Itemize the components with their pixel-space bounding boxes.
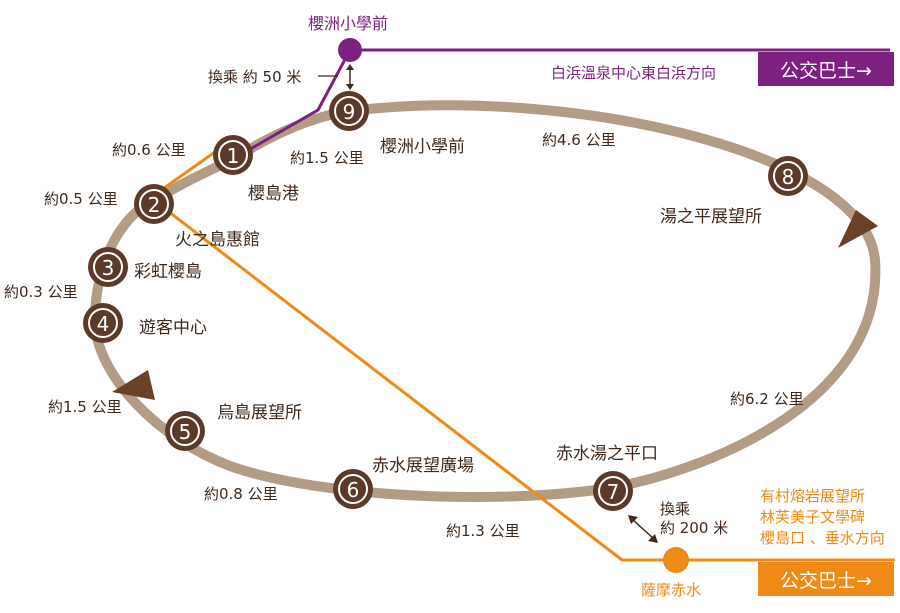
distance-3-4: 約0.3 公里 — [4, 283, 78, 301]
orange-transfer-text-line2: 約 200 米 — [660, 519, 729, 537]
purple-bus-label-box: 公交巴士→ — [758, 52, 894, 86]
distance-1-2: 約0.6 公里 — [112, 141, 186, 159]
stop-name-6: 赤水展望廣場 — [372, 456, 474, 476]
stop-badge-8: 8 — [768, 156, 808, 196]
orange-bus-label-box: 公交巴士→ — [758, 562, 894, 596]
stop-badge-3: 3 — [88, 247, 128, 287]
svg-text:2: 2 — [148, 193, 161, 217]
purple-bus-stop-dot — [338, 38, 362, 62]
orange-bus-dest-line2: 林芙美子文學碑 — [760, 508, 866, 526]
purple-bus-destination: 白浜溫泉中心東白浜方向 — [551, 64, 717, 82]
orange-bus-line — [159, 203, 895, 562]
orange-bus-stop-name: 薩摩赤水 — [641, 581, 702, 599]
svg-text:1: 1 — [227, 144, 240, 168]
orange-transfer-arrow-head-a — [628, 515, 638, 524]
stop-name-8: 湯之平展望所 — [660, 207, 762, 227]
purple-transfer-arrow-head-down — [346, 84, 354, 90]
stop-badge-1: 1 — [213, 135, 253, 175]
svg-text:5: 5 — [179, 420, 192, 444]
distance-9-1: 約1.5 公里 — [290, 149, 364, 167]
distance-7-8: 約6.2 公里 — [730, 390, 804, 408]
stop-name-1: 櫻島港 — [248, 184, 299, 204]
stop-badge-4: 4 — [83, 303, 123, 343]
direction-arrow-east — [838, 210, 878, 248]
orange-bus-dest-line1: 有村熔岩展望所 — [760, 487, 866, 505]
orange-transfer-arrow — [631, 518, 655, 540]
svg-text:7: 7 — [607, 480, 620, 504]
purple-transfer-text: 換乘 約 50 米 — [208, 68, 302, 86]
stop-badge-2: 2 — [134, 184, 174, 224]
svg-text:6: 6 — [347, 478, 360, 502]
distance-5-6: 約0.8 公里 — [204, 485, 278, 503]
stop-badge-7: 7 — [593, 471, 633, 511]
svg-text:9: 9 — [343, 100, 356, 124]
stop-name-9: 櫻洲小學前 — [380, 137, 465, 157]
distance-4-5: 約1.5 公里 — [48, 398, 122, 416]
purple-transfer-arrow-head-up — [346, 64, 354, 70]
distance-8-9: 約4.6 公里 — [542, 131, 616, 149]
stop-name-3: 彩虹櫻島 — [134, 262, 202, 282]
orange-bus-dest-line3: 櫻島口 、垂水方向 — [760, 529, 885, 547]
svg-text:3: 3 — [102, 256, 115, 280]
stop-badge-9: 9 — [329, 91, 369, 131]
stop-badge-5: 5 — [165, 411, 205, 451]
direction-arrow-west — [112, 370, 155, 400]
stop-name-7: 赤水湯之平口 — [556, 444, 658, 464]
stop-badge-6: 6 — [333, 469, 373, 509]
distance-2-3: 約0.5 公里 — [44, 190, 118, 208]
orange-bus-stop-dot — [663, 547, 689, 573]
svg-text:8: 8 — [782, 165, 795, 189]
stop-name-2: 火之島惠館 — [175, 230, 260, 250]
stop-name-4: 遊客中心 — [139, 318, 207, 338]
stop-name-5: 烏島展望所 — [217, 403, 302, 423]
loop-route-line — [89, 100, 881, 502]
purple-transfer-link — [239, 49, 352, 157]
distance-6-7: 約1.3 公里 — [446, 522, 520, 540]
purple-bus-stop-name: 櫻洲小學前 — [308, 14, 389, 33]
orange-transfer-arrow-head-b — [648, 534, 658, 543]
orange-transfer-text-line1: 換乘 — [660, 500, 691, 518]
svg-text:4: 4 — [97, 312, 110, 336]
